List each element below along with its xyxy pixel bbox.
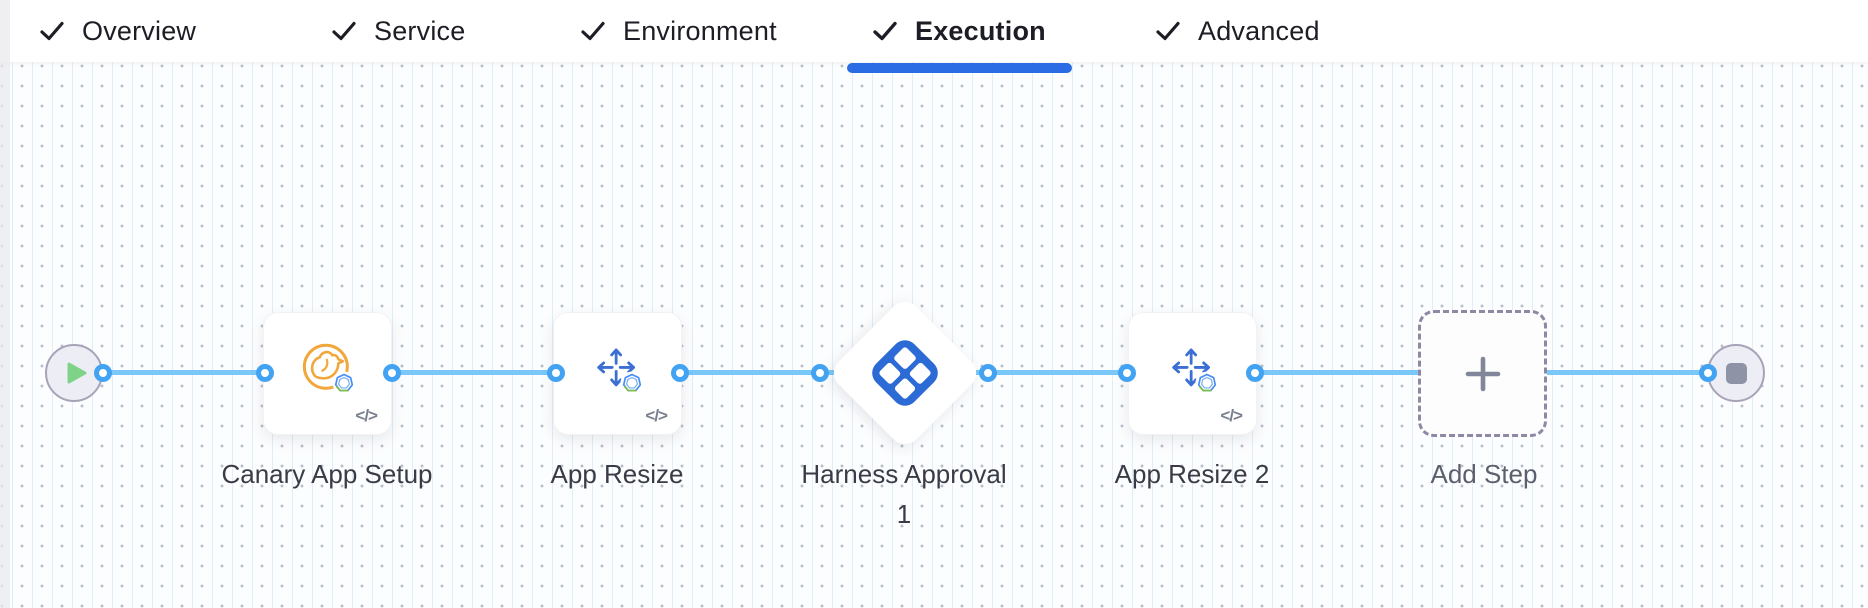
check-icon [1156, 21, 1180, 41]
connector-ring[interactable] [979, 364, 997, 382]
connector-ring[interactable] [1246, 364, 1264, 382]
code-icon: </> [1220, 406, 1243, 425]
stage-tabbar: Overview Service Environment Execution [0, 0, 1868, 73]
harness-approval-icon [866, 334, 944, 412]
connector-ring[interactable] [1699, 364, 1717, 382]
step-label: Harness Approval 1 [801, 459, 1007, 529]
connector-ring[interactable] [383, 364, 401, 382]
step-app-resize[interactable]: </> [553, 312, 682, 435]
resize-arrows-icon [593, 344, 639, 395]
resize-arrows-icon [1168, 344, 1214, 395]
code-icon: </> [645, 406, 668, 425]
pipeline-end-node [1707, 344, 1765, 402]
pcf-badge-icon [620, 371, 644, 400]
pcf-badge-icon [1195, 371, 1219, 400]
tab-environment[interactable]: Environment [553, 0, 805, 62]
step-harness-approval-1[interactable] [827, 295, 983, 451]
step-label: App Resize [550, 459, 684, 489]
check-icon [873, 21, 897, 41]
step-canary-app-setup[interactable]: </> [263, 312, 392, 435]
check-icon [332, 21, 356, 41]
check-icon [581, 21, 605, 41]
left-edge-strip [0, 0, 10, 608]
step-label: Canary App Setup [221, 459, 433, 489]
step-label: App Resize 2 [1114, 459, 1270, 489]
pcf-badge-icon [332, 371, 356, 400]
stop-icon [1725, 362, 1747, 384]
connector-ring[interactable] [1118, 364, 1136, 382]
connector-ring[interactable] [547, 364, 565, 382]
tab-advanced[interactable]: Advanced [1128, 0, 1348, 62]
tab-overview[interactable]: Overview [12, 0, 224, 62]
pipeline-start-node [45, 344, 103, 402]
plus-icon [1463, 354, 1503, 394]
step-app-resize-2[interactable]: </> [1128, 312, 1257, 435]
step-label: Add Step [1430, 459, 1538, 489]
tab-label: Advanced [1198, 15, 1320, 46]
add-step-button[interactable] [1418, 310, 1547, 437]
active-tab-underline [847, 63, 1072, 73]
connector-ring[interactable] [94, 364, 112, 382]
tab-label: Environment [623, 15, 777, 46]
connector-ring[interactable] [671, 364, 689, 382]
check-icon [40, 21, 64, 41]
tab-label: Service [374, 15, 466, 46]
connector-ring[interactable] [256, 364, 274, 382]
code-icon: </> [355, 406, 378, 425]
tab-execution[interactable]: Execution [845, 0, 1074, 73]
tab-label: Execution [915, 15, 1046, 46]
pipeline-canvas[interactable]: </> </> [0, 62, 1868, 608]
canary-icon [298, 339, 352, 398]
connector-ring[interactable] [811, 364, 829, 382]
tab-label: Overview [82, 15, 197, 46]
tab-service[interactable]: Service [304, 0, 493, 62]
play-icon [67, 362, 87, 384]
